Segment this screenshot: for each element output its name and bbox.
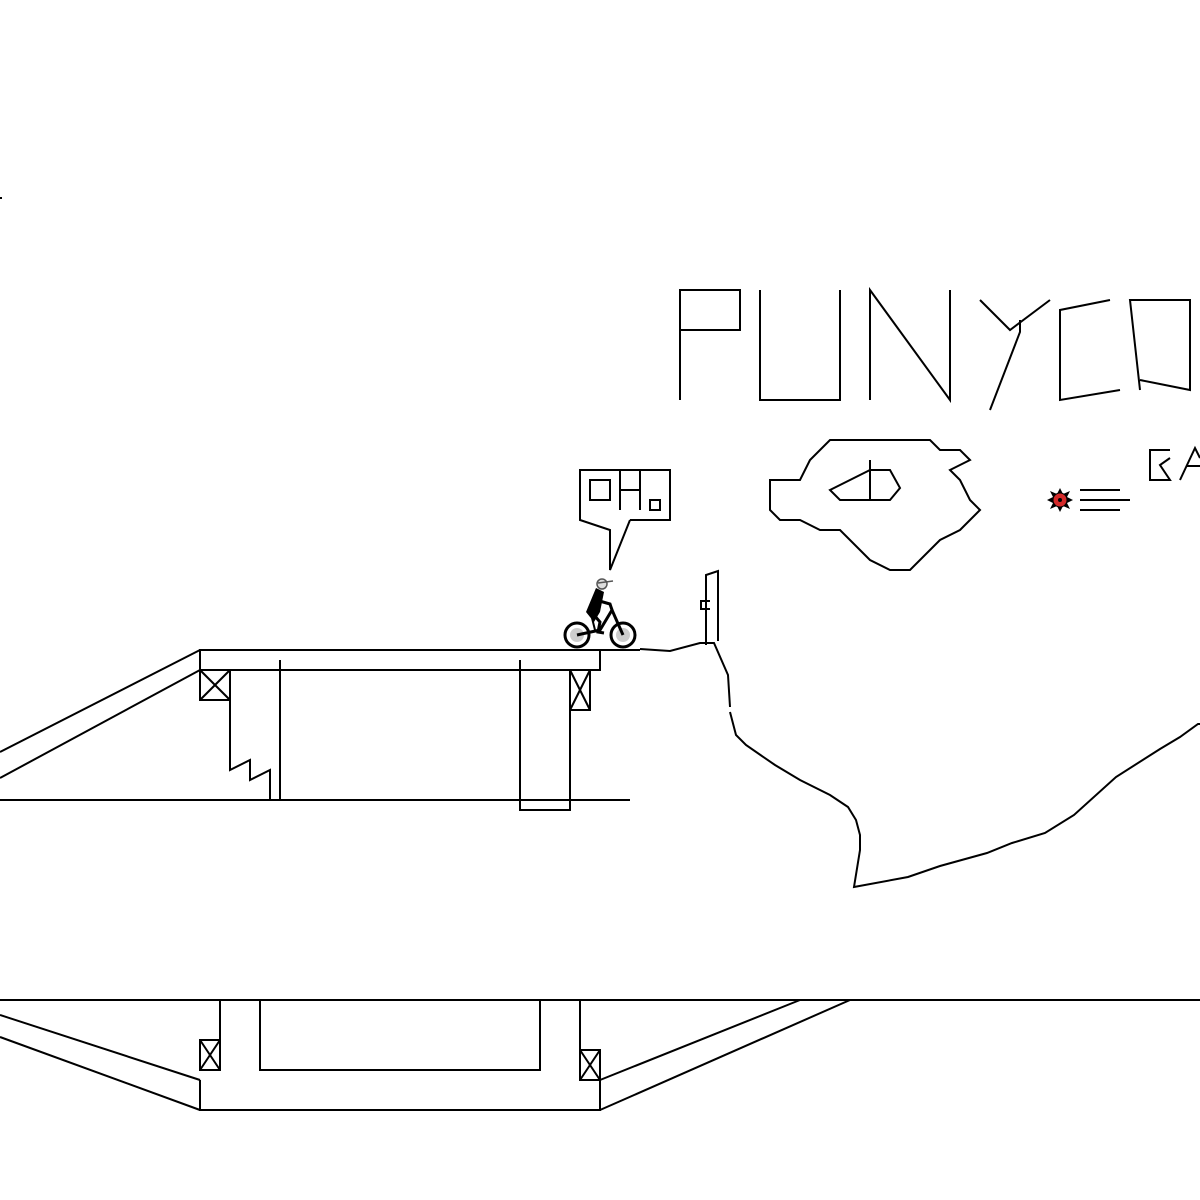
bmx-rider-icon[interactable] [563, 578, 637, 649]
lower-platform-structure [0, 999, 1200, 1111]
upper-platform-structure [0, 649, 640, 811]
cloud-scenery [769, 439, 982, 571]
terrain-line [639, 642, 1200, 889]
door-icon [700, 569, 719, 645]
bomb-mine-icon [1047, 488, 1073, 512]
speech-bubble-icon [579, 469, 671, 571]
track-title-lettering [679, 286, 1200, 481]
speed-lines [1080, 489, 1130, 511]
